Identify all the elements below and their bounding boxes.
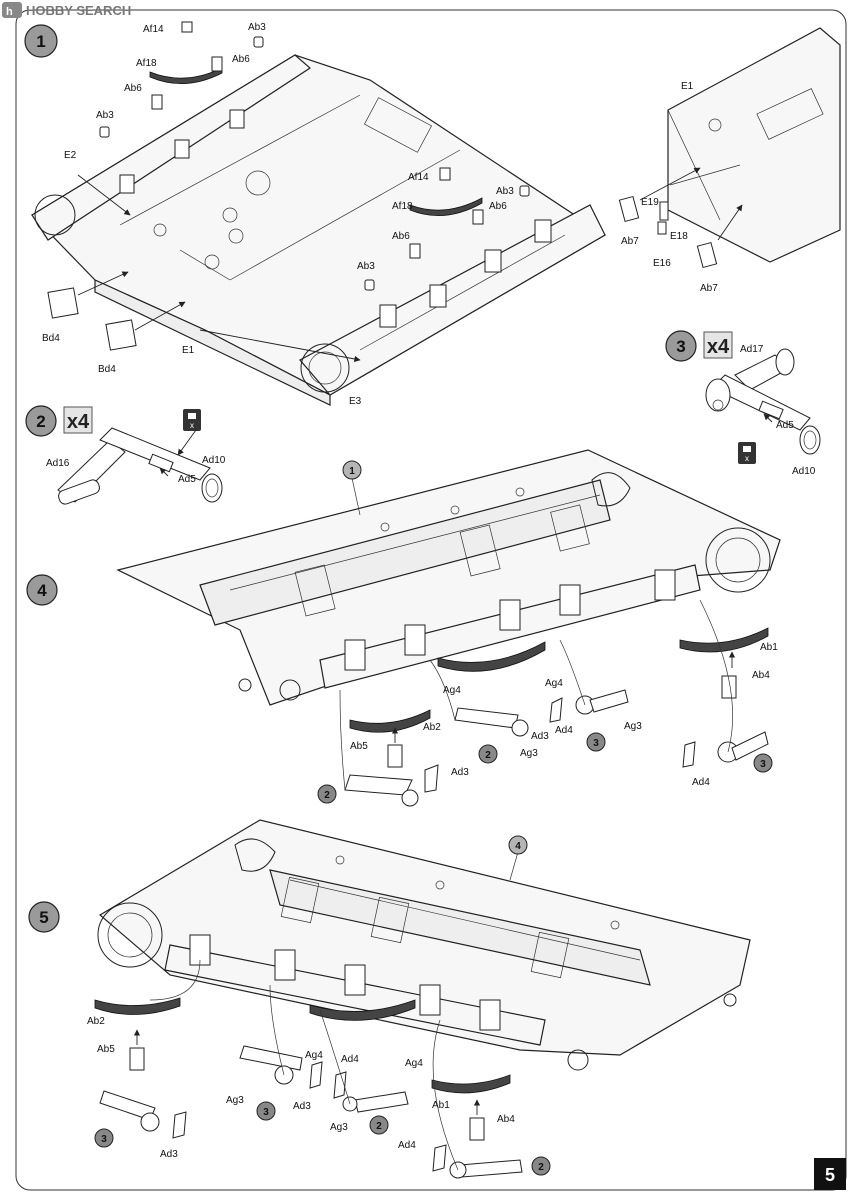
svg-text:2: 2 <box>538 1162 544 1173</box>
watermark: h HOBBY SEARCH <box>2 2 131 18</box>
label-bd4-a: Bd4 <box>42 333 60 344</box>
step-1-number: 1 <box>36 32 45 51</box>
label-ad10-3: Ad10 <box>792 466 816 477</box>
step-3-multiplier: x4 <box>707 336 730 358</box>
step-3-number: 3 <box>676 337 685 356</box>
label-e18: E18 <box>670 231 688 242</box>
step-4-number: 4 <box>37 581 47 600</box>
label-ab2-4: Ab2 <box>423 722 441 733</box>
label-ad5-3: Ad5 <box>776 420 794 431</box>
svg-text:h: h <box>6 6 13 18</box>
label-ad16: Ad16 <box>46 458 70 469</box>
svg-text:2: 2 <box>376 1121 382 1132</box>
watermark-text: HOBBY SEARCH <box>26 3 131 18</box>
label-ag3-b-4: Ag3 <box>624 721 642 732</box>
label-e2: E2 <box>64 150 77 161</box>
step-4-badge: 4 <box>26 574 58 606</box>
label-ab6-d: Ab6 <box>392 231 410 242</box>
step-2-number: 2 <box>36 412 45 431</box>
label-ab1-4: Ab1 <box>760 642 778 653</box>
label-af14-b: Af14 <box>408 172 429 183</box>
label-e16: E16 <box>653 258 671 269</box>
glue-icon: x <box>183 409 201 431</box>
svg-text:2: 2 <box>324 790 330 801</box>
label-ad4-b-5: Ad4 <box>398 1140 416 1151</box>
svg-text:3: 3 <box>593 738 599 749</box>
step-1-badge: 1 <box>24 24 58 58</box>
svg-text:1: 1 <box>349 466 355 477</box>
label-ag4-b-5: Ag4 <box>405 1058 423 1069</box>
label-ab7-b: Ab7 <box>700 283 718 294</box>
label-ad17: Ad17 <box>740 344 764 355</box>
label-af14-a: Af14 <box>143 24 164 35</box>
svg-text:3: 3 <box>760 759 766 770</box>
label-ab4-4: Ab4 <box>752 670 770 681</box>
sub-badge-3: 3 3 <box>94 1101 276 1148</box>
label-ad3-a-4: Ad3 <box>531 731 549 742</box>
label-ag4-b-4: Ag4 <box>545 678 563 689</box>
label-ab1-5: Ab1 <box>432 1100 450 1111</box>
sub-badge-2: 2 2 <box>317 744 498 804</box>
svg-text:x: x <box>190 421 194 430</box>
label-ab2-5: Ab2 <box>87 1016 105 1027</box>
label-ad3-b-4: Ad3 <box>451 767 469 778</box>
label-ab6-b: Ab6 <box>124 83 142 94</box>
label-ab7-a: Ab7 <box>621 236 639 247</box>
label-ag4-a-4: Ag4 <box>443 685 461 696</box>
label-af18-b: Af18 <box>392 201 413 212</box>
label-e19: E19 <box>641 197 659 208</box>
sub-badge-3: 3 3 <box>586 732 773 773</box>
label-ag3-a-4: Ag3 <box>520 748 538 759</box>
step-5-number: 5 <box>39 908 48 927</box>
label-ab6-c: Ab6 <box>489 201 507 212</box>
label-ab4-5: Ab4 <box>497 1114 515 1125</box>
label-e3: E3 <box>349 396 362 407</box>
step-2-arm-drawing <box>57 427 223 505</box>
label-ab3-b: Ab3 <box>96 110 114 121</box>
sub-badge-2: 2 2 <box>369 1115 551 1176</box>
label-bd4-b: Bd4 <box>98 364 116 375</box>
label-ag3-b-5: Ag3 <box>330 1122 348 1133</box>
label-e1-a: E1 <box>182 345 195 356</box>
label-ad10-2: Ad10 <box>202 455 226 466</box>
step-2-badge: 2 x4 <box>25 405 93 437</box>
step-5-ref-badge: 4 <box>508 835 528 855</box>
page-frame <box>15 9 847 1191</box>
label-ad5-2: Ad5 <box>178 474 196 485</box>
label-ad3-a-5: Ad3 <box>293 1101 311 1112</box>
step-1-hull-drawing <box>31 21 607 406</box>
step-4-ref-badge: 1 <box>342 460 362 480</box>
step-3-arm-drawing <box>705 348 821 455</box>
label-ad3-b-5: Ad3 <box>160 1149 178 1160</box>
label-e1-b: E1 <box>681 81 694 92</box>
svg-text:3: 3 <box>263 1107 269 1118</box>
step-2-multiplier: x4 <box>67 411 90 433</box>
label-ab3-d: Ab3 <box>357 261 375 272</box>
step-5-hull-drawing <box>94 819 751 1179</box>
step-5-badge: 5 <box>28 901 60 933</box>
label-ab3-c: Ab3 <box>496 186 514 197</box>
label-ag3-a-5: Ag3 <box>226 1095 244 1106</box>
glue-icon: x <box>738 442 756 464</box>
label-ab6-a: Ab6 <box>232 54 250 65</box>
label-ab5-4: Ab5 <box>350 741 368 752</box>
label-ad4-a-5: Ad4 <box>341 1054 359 1065</box>
page-number-box: 5 <box>814 1158 846 1190</box>
label-ad4-a-4: Ad4 <box>555 725 573 736</box>
step-1-rear-inset <box>618 27 841 269</box>
svg-text:3: 3 <box>101 1134 107 1145</box>
label-af18-a: Af18 <box>136 58 157 69</box>
svg-text:2: 2 <box>485 750 491 761</box>
svg-text:4: 4 <box>515 841 521 852</box>
svg-text:x: x <box>745 454 749 463</box>
label-ad4-b-4: Ad4 <box>692 777 710 788</box>
label-ab5-5: Ab5 <box>97 1044 115 1055</box>
step-3-badge: 3 x4 <box>665 330 733 362</box>
page-number: 5 <box>825 1165 835 1185</box>
label-ab3-a: Ab3 <box>248 22 266 33</box>
label-ag4-a-5: Ag4 <box>305 1050 323 1061</box>
step-4-hull-drawing <box>116 449 781 807</box>
